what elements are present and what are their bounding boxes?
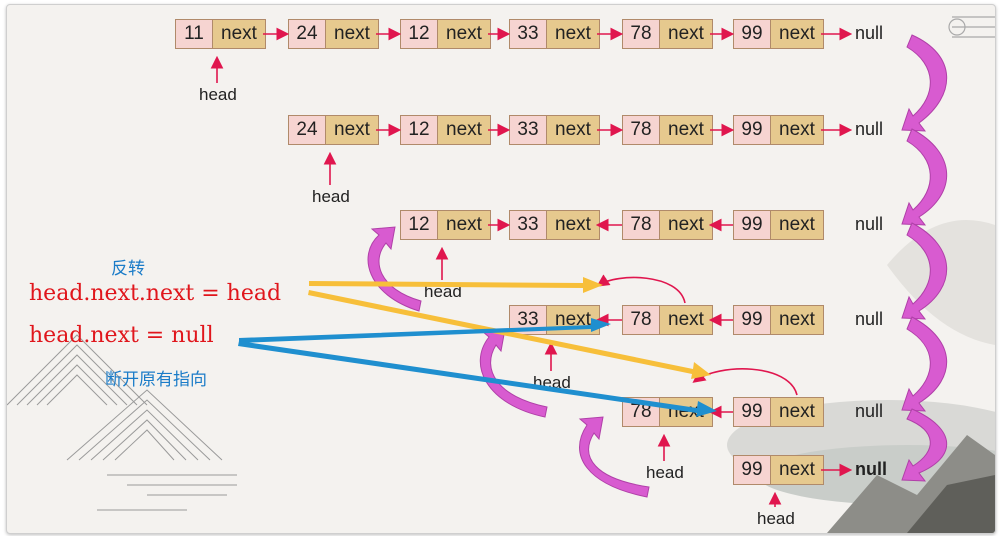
node-value: 33 xyxy=(510,116,547,144)
node-next-field: next xyxy=(771,116,823,144)
null-label: null xyxy=(855,401,884,421)
landscape-decoration xyxy=(727,220,995,533)
node-next-field: next xyxy=(438,116,490,144)
code-line-break: head.next = null xyxy=(29,323,214,348)
head-label: head xyxy=(533,373,571,392)
head-label: head xyxy=(757,509,795,528)
node-value: 78 xyxy=(623,116,660,144)
head-label: head xyxy=(424,282,462,301)
node-next-field: next xyxy=(771,211,823,239)
node-value: 33 xyxy=(510,306,547,334)
background-decoration xyxy=(7,16,995,533)
node-next-field: next xyxy=(660,306,712,334)
node-value: 24 xyxy=(289,116,326,144)
reverse-label: 反转 xyxy=(111,259,145,278)
null-label: null xyxy=(855,119,884,139)
null-label: null xyxy=(855,23,884,43)
node-next-field: next xyxy=(213,20,265,48)
node-next-field: next xyxy=(771,398,823,426)
node-value: 99 xyxy=(734,456,771,484)
node-value: 12 xyxy=(401,20,438,48)
node-value: 33 xyxy=(510,20,547,48)
node-value: 78 xyxy=(623,398,660,426)
node-value: 12 xyxy=(401,116,438,144)
node-next-field: next xyxy=(547,116,599,144)
node-value: 99 xyxy=(734,20,771,48)
node-value: 99 xyxy=(734,306,771,334)
node-next-field: next xyxy=(660,211,712,239)
node-value: 99 xyxy=(734,398,771,426)
node-next-field: next xyxy=(438,20,490,48)
node-value: 78 xyxy=(623,211,660,239)
node-next-field: next xyxy=(660,20,712,48)
node-next-field: next xyxy=(660,398,712,426)
head-label: head xyxy=(199,85,237,104)
node-value: 24 xyxy=(289,20,326,48)
code-line-reverse: head.next.next = head xyxy=(29,281,282,306)
node-value: 33 xyxy=(510,211,547,239)
node-value: 99 xyxy=(734,116,771,144)
node-next-field: next xyxy=(547,306,599,334)
null-label: null xyxy=(855,214,884,234)
node-value: 99 xyxy=(734,211,771,239)
node-next-field: next xyxy=(326,20,378,48)
break-pointer-label: 断开原有指向 xyxy=(105,370,207,389)
node-next-field: next xyxy=(771,456,823,484)
head-label: head xyxy=(646,463,684,482)
node-value: 12 xyxy=(401,211,438,239)
mountain-lines-decoration xyxy=(7,334,237,511)
node-next-field: next xyxy=(660,116,712,144)
node-next-field: next xyxy=(547,20,599,48)
node-next-field: next xyxy=(771,20,823,48)
node-value: 78 xyxy=(623,306,660,334)
node-value: 78 xyxy=(623,20,660,48)
scroll-decoration xyxy=(948,16,995,38)
null-label: null xyxy=(855,309,884,329)
node-next-field: next xyxy=(547,211,599,239)
head-label: head xyxy=(312,187,350,206)
node-next-field: next xyxy=(771,306,823,334)
null-label: null xyxy=(855,459,887,479)
node-value: 11 xyxy=(176,20,213,48)
node-next-field: next xyxy=(438,211,490,239)
node-next-field: next xyxy=(326,116,378,144)
